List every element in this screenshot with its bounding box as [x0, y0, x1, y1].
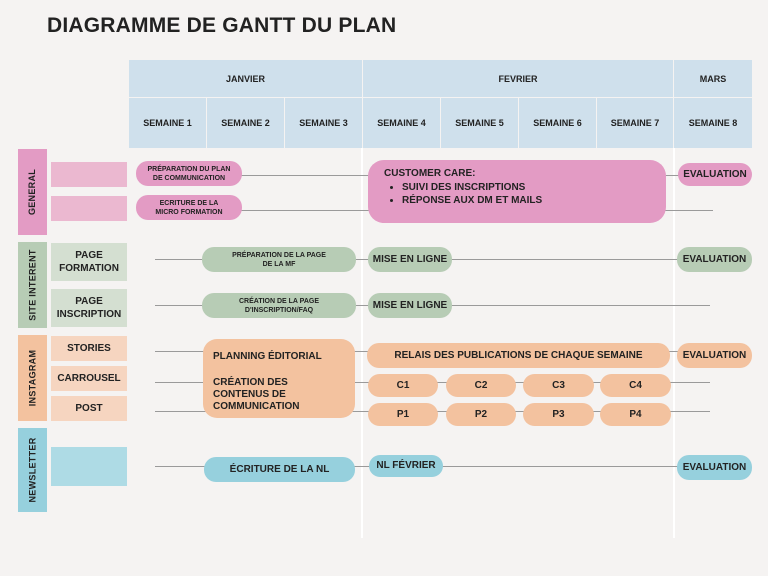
task-post-p1: P1 [368, 403, 438, 426]
task-nl-fevrier: NL FÉVRIER [369, 455, 443, 477]
row-label-newsletter [51, 447, 127, 486]
row-label-stories: STORIES [51, 336, 127, 361]
task-evaluation-newsletter: EVALUATION [677, 455, 752, 480]
task-ecriture-micro-formation: ECRITURE DE LA MICRO FORMATION [136, 195, 242, 220]
task-creation-page-inscription: CRÉATION DE LA PAGE D'INSCRIPTION/FAQ [202, 293, 356, 318]
task-ecriture-nl: ÉCRITURE DE LA NL [204, 457, 355, 482]
month-fevrier: FEVRIER [363, 60, 673, 97]
month-divider [673, 148, 675, 538]
task-preparation-plan: PRÉPARATION DU PLAN DE COMMUNICATION [136, 161, 242, 186]
task-carrousel-c3: C3 [523, 374, 594, 397]
task-post-p3: P3 [523, 403, 594, 426]
task-mise-en-ligne-inscription: MISE EN LIGNE [368, 293, 452, 318]
page-title: DIAGRAMME DE GANTT DU PLAN [47, 14, 397, 37]
customer-care-list: SUIVI DES INSCRIPTIONS RÉPONSE AUX DM ET… [384, 182, 650, 207]
task-carrousel-c2: C2 [446, 374, 516, 397]
week-6: SEMAINE 6 [519, 98, 596, 148]
row-label-carrousel: CARROUSEL [51, 366, 127, 391]
task-preparation-page-mf: PRÉPARATION DE LA PAGE DE LA MF [202, 247, 356, 272]
month-mars: MARS [674, 60, 752, 97]
task-carrousel-c4: C4 [600, 374, 671, 397]
task-evaluation-instagram: EVALUATION [677, 343, 752, 368]
week-3: SEMAINE 3 [285, 98, 362, 148]
task-post-p4: P4 [600, 403, 671, 426]
task-evaluation-site: EVALUATION [677, 247, 752, 272]
row-label-post: POST [51, 396, 127, 421]
task-planning-editorial: PLANNING ÉDITORIAL [213, 351, 322, 362]
task-carrousel-c1: C1 [368, 374, 438, 397]
row-label-general-1 [51, 162, 127, 187]
customer-care-item: RÉPONSE AUX DM ET MAILS [402, 195, 650, 207]
week-7: SEMAINE 7 [597, 98, 673, 148]
task-customer-care: CUSTOMER CARE: SUIVI DES INSCRIPTIONS RÉ… [368, 160, 666, 223]
task-mise-en-ligne-formation: MISE EN LIGNE [368, 247, 452, 272]
section-general: GENERAL [18, 149, 47, 235]
week-8: SEMAINE 8 [674, 98, 752, 148]
week-5: SEMAINE 5 [441, 98, 518, 148]
customer-care-title: CUSTOMER CARE: [384, 168, 476, 179]
month-janvier: JANVIER [129, 60, 362, 97]
customer-care-item: SUIVI DES INSCRIPTIONS [402, 182, 650, 194]
task-relais-publications: RELAIS DES PUBLICATIONS DE CHAQUE SEMAIN… [367, 343, 670, 368]
row-label-page-inscription: PAGE INSCRIPTION [51, 289, 127, 327]
row-label-page-formation: PAGE FORMATION [51, 243, 127, 281]
task-creation-contenus: CRÉATION DES CONTENUS DE COMMUNICATION [213, 377, 300, 412]
week-4: SEMAINE 4 [363, 98, 440, 148]
section-site: SITE INTERENT [18, 242, 47, 328]
week-1: SEMAINE 1 [129, 98, 206, 148]
week-2: SEMAINE 2 [207, 98, 284, 148]
row-label-general-2 [51, 196, 127, 221]
section-instagram: INSTAGRAM [18, 335, 47, 421]
task-planning-creation: PLANNING ÉDITORIAL CRÉATION DES CONTENUS… [203, 339, 355, 418]
task-post-p2: P2 [446, 403, 516, 426]
month-divider [361, 148, 363, 538]
task-evaluation-general: EVALUATION [678, 163, 752, 186]
section-newsletter: NEWSLETTER [18, 428, 47, 512]
